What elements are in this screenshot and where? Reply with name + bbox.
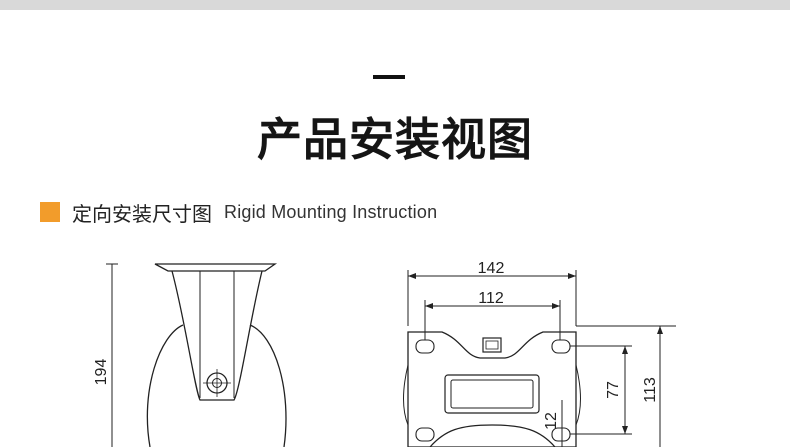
dim-hole-diameter-label: 12 bbox=[543, 412, 560, 430]
dim-hole-spacing-x-label: 112 bbox=[478, 290, 504, 307]
dim-hole-spacing-y-label: 77 bbox=[605, 381, 622, 399]
section-title-en: Rigid Mounting Instruction bbox=[224, 201, 438, 222]
top-band bbox=[0, 0, 790, 10]
dim-plate-width-label: 142 bbox=[478, 260, 505, 277]
section-heading: 定向安装尺寸图 Rigid Mounting Instruction bbox=[40, 198, 437, 226]
dim-height-label: 194 bbox=[93, 359, 110, 386]
caster-side-view bbox=[106, 263, 287, 447]
page-title: 产品安装视图 bbox=[256, 113, 533, 166]
mounting-drawing: 194 bbox=[93, 260, 676, 447]
title-dash bbox=[373, 75, 405, 79]
dim-plate-length-label: 113 bbox=[642, 377, 659, 403]
plate-top-view bbox=[403, 270, 676, 447]
section-marker bbox=[40, 202, 60, 222]
section-title-zh: 定向安装尺寸图 bbox=[72, 201, 212, 226]
